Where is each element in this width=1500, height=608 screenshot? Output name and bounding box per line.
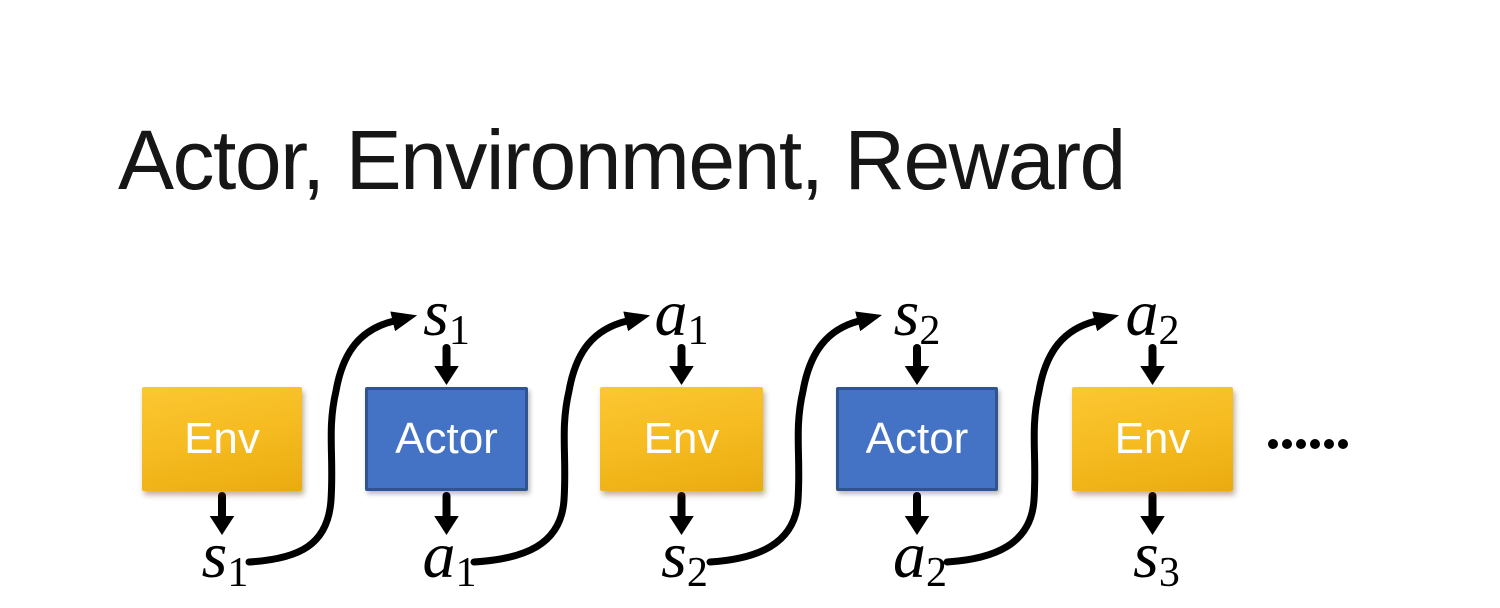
ellipsis-dot <box>1268 439 1278 449</box>
bottom-label-a1: a1 <box>422 519 477 596</box>
env-box-2: Env <box>600 387 763 491</box>
env-box-3-label: Env <box>1114 414 1191 463</box>
top-label-a2: a2 <box>1125 277 1180 354</box>
top-label-s1: s1 <box>423 277 470 354</box>
bottom-label-a2: a2 <box>893 519 947 596</box>
env-box-2-label: Env <box>643 414 720 463</box>
ellipsis-dot <box>1296 439 1306 449</box>
top-label-s2: s2 <box>893 277 941 354</box>
continuation-ellipsis <box>1268 439 1348 449</box>
actor-box-1-label: Actor <box>395 414 498 463</box>
ellipsis-dot <box>1338 439 1348 449</box>
env-box-3: Env <box>1072 387 1233 491</box>
env-box-1-label: Env <box>184 414 260 463</box>
page-title: Actor, Environment, Reward <box>118 113 1126 207</box>
ellipsis-dot <box>1282 439 1292 449</box>
env-box-1: Env <box>142 387 302 491</box>
actor-box-2: Actor <box>836 387 998 491</box>
actor-box-2-label: Actor <box>865 414 969 463</box>
bottom-label-s3: s3 <box>1133 519 1180 596</box>
top-label-a1: a1 <box>654 277 709 354</box>
ellipsis-dot <box>1324 439 1334 449</box>
bottom-label-s1: s1 <box>201 519 249 596</box>
ellipsis-dot <box>1310 439 1320 449</box>
actor-box-1: Actor <box>365 387 528 491</box>
bottom-label-s2: s2 <box>661 519 708 596</box>
